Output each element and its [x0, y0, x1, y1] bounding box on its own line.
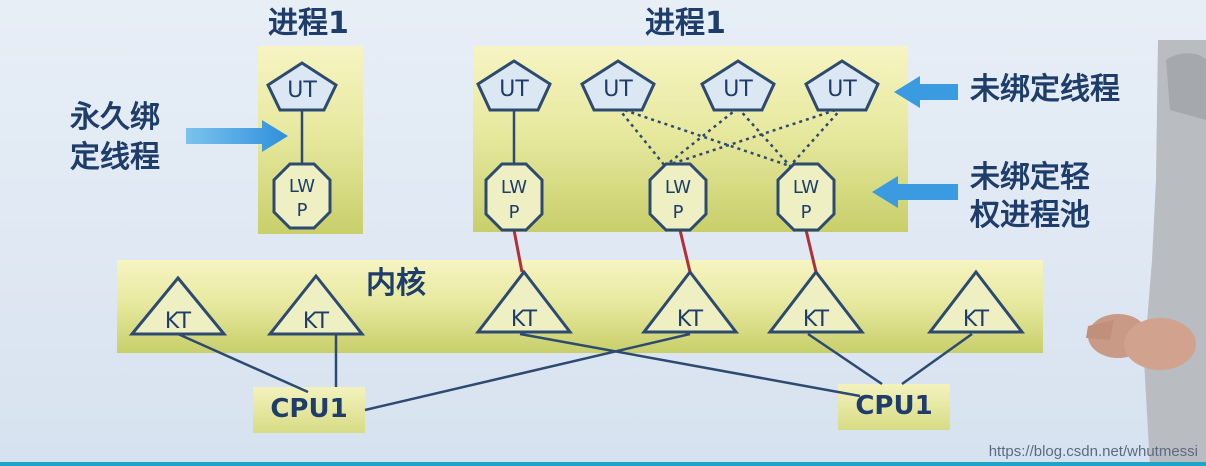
lwp-text-line1: LW [501, 177, 527, 198]
arrow-left-icon [894, 76, 958, 108]
lwp-text-line1: LW [289, 176, 315, 197]
lwp-octagon-2: LW P [648, 162, 708, 232]
kernel-label: 内核 [366, 266, 426, 301]
bottom-bar [0, 462, 1206, 466]
unbound-links [617, 106, 843, 168]
arrow-right-icon [186, 120, 288, 152]
unbound-lwp-pool-label-line1: 未绑定轻 [970, 160, 1090, 195]
lwp-text-line1: LW [665, 177, 691, 198]
ut-pentagon-1: UT [476, 59, 552, 112]
presenter-figure [1086, 40, 1206, 466]
kt-text: KT [511, 307, 538, 332]
kt-text: KT [963, 307, 990, 332]
ut-text: UT [723, 77, 753, 102]
watermark: https://blog.csdn.net/whutmessi [988, 443, 1198, 460]
unbound-lwp-pool-label-line2: 权进程池 [970, 198, 1090, 233]
lwp-kt-links [512, 229, 818, 273]
kt-text: KT [303, 309, 330, 334]
permanent-bound-label-line2: 定线程 [70, 140, 160, 175]
left-process-title: 进程1 [268, 6, 349, 41]
lwp-text-line2: P [509, 202, 520, 223]
ut-text: UT [827, 77, 857, 102]
permanent-bound-label-line1: 永久绑 [70, 100, 160, 135]
kt-triangle-3: KT [474, 269, 574, 334]
ut-text: UT [603, 77, 633, 102]
lwp-octagon-1: LW P [484, 162, 544, 232]
kt-triangle-5: KT [766, 269, 866, 334]
ut-pentagon-3: UT [700, 59, 776, 112]
hand-right [1124, 318, 1196, 370]
lwp-text-line2: P [673, 202, 684, 223]
arrow-left-icon [872, 176, 958, 208]
cpu-box-left: CPU1 [253, 387, 365, 433]
kt-triangle-1: KT [128, 275, 228, 336]
kernel-box [117, 260, 1043, 353]
unbound-threads-label: 未绑定线程 [970, 72, 1120, 107]
cpu-box-right: CPU1 [838, 384, 950, 430]
lwp-octagon-left: LW P [272, 162, 332, 230]
lwp-text-line2: P [801, 202, 812, 223]
ut-pentagon-left: UT [266, 61, 338, 112]
kt-triangle-2: KT [266, 273, 366, 336]
ut-pentagon-2: UT [580, 59, 656, 112]
kt-text: KT [677, 307, 704, 332]
right-process-title: 进程1 [645, 6, 726, 41]
cpu-kt-connections [177, 332, 973, 412]
ut-text: UT [499, 77, 529, 102]
kt-text: KT [803, 307, 830, 332]
lwp-text-line2: P [297, 200, 308, 221]
kt-triangle-6: KT [926, 269, 1026, 334]
ut-pentagon-4: UT [804, 59, 880, 112]
lwp-text-line1: LW [793, 177, 819, 198]
lwp-octagon-3: LW P [776, 162, 836, 232]
ut-text: UT [287, 78, 317, 103]
bound-links [300, 110, 516, 164]
kt-triangle-4: KT [640, 269, 740, 334]
kt-text: KT [165, 309, 192, 334]
